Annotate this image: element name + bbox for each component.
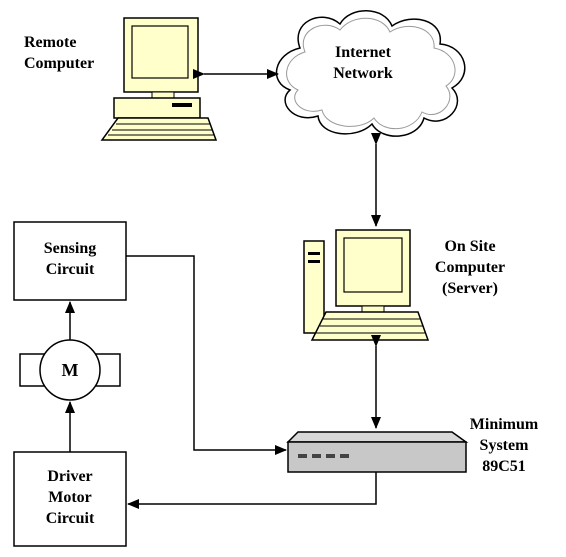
minimum-system-label-line2: System [479, 437, 529, 454]
onsite-label-line2: Computer [434, 259, 506, 276]
minimum-system-device [286, 431, 469, 473]
onsite-label-line3: (Server) [442, 280, 498, 297]
minimum-system-label-line3: 89C51 [482, 458, 526, 475]
driver-motor-circuit-box [13, 451, 127, 547]
internet-network-label: Internet Network [318, 42, 408, 84]
minimum-system-label: Minimum System 89C51 [462, 414, 546, 477]
motor-symbol [19, 339, 121, 401]
driver-label-line3: Circuit [45, 510, 95, 527]
remote-computer-label-line2: Computer [24, 55, 95, 72]
sensing-circuit-label: Sensing Circuit [14, 238, 126, 280]
motor-symbol-letter: M [61, 360, 79, 380]
remote-computer-icon [100, 17, 218, 141]
driver-label-line2: Motor [48, 489, 92, 506]
sensing-circuit-box [13, 221, 127, 301]
driver-label-line1: Driver [47, 468, 93, 485]
internet-label-line2: Network [333, 65, 393, 82]
onsite-computer-label: On Site Computer (Server) [428, 236, 512, 299]
device-driver-link [127, 472, 377, 509]
internet-label-line1: Internet [335, 44, 391, 61]
sensing-label-line2: Circuit [45, 261, 95, 278]
minimum-system-label-line1: Minimum [469, 416, 539, 433]
internet-cloud-icon [275, 10, 466, 137]
remote-computer-label: Remote Computer [24, 32, 94, 74]
motor-label: M [40, 358, 100, 382]
driver-motor-circuit-label: Driver Motor Circuit [14, 466, 126, 529]
onsite-label-line1: On Site [444, 238, 496, 255]
remote-computer-label-line1: Remote [24, 34, 77, 51]
sensing-device-link [126, 255, 287, 455]
onsite-computer-icon [303, 229, 430, 341]
sensing-label-line1: Sensing [43, 240, 97, 257]
